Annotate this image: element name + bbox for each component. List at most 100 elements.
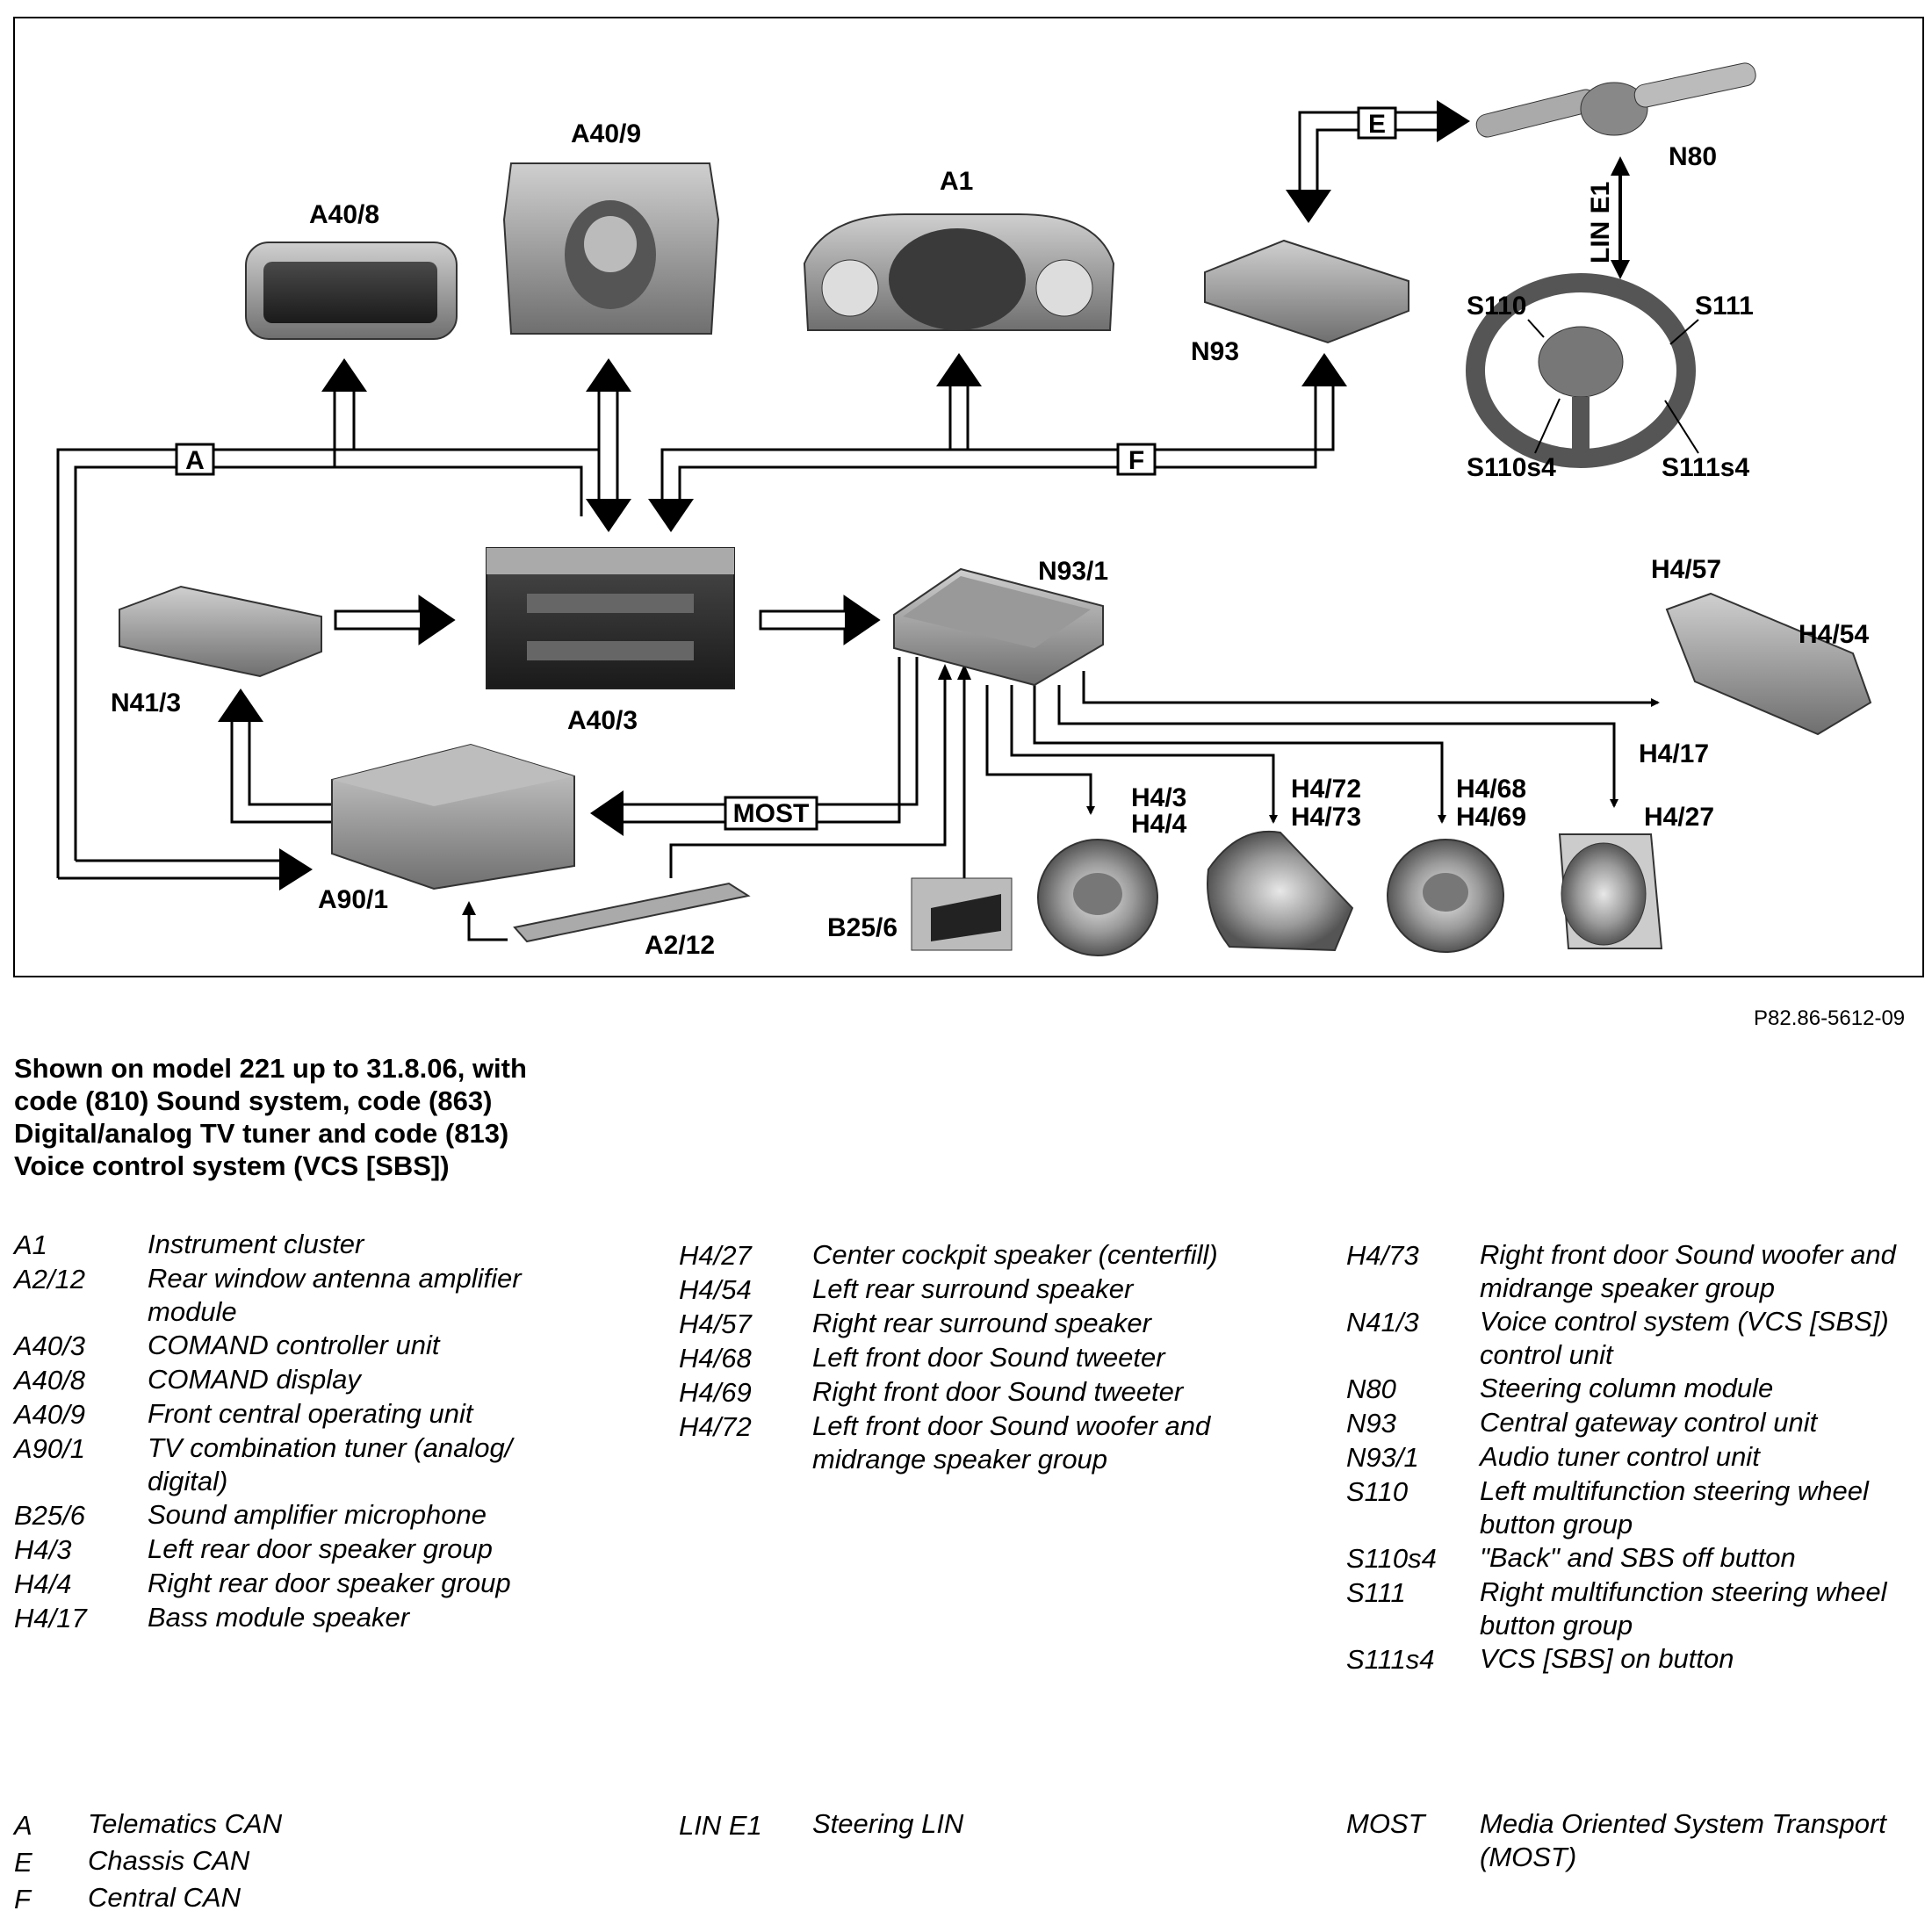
link-a40-3-to-n93-1 [759, 595, 881, 645]
legend-code: H4/57 [679, 1309, 752, 1339]
label-h4-72: H4/72 [1291, 775, 1361, 804]
link-a90-1-to-n41-3 [230, 720, 332, 824]
legend-code: S110 [1346, 1476, 1409, 1507]
legend-desc: Left rear surround speaker [812, 1273, 1134, 1304]
legend-code: A40/8 [14, 1365, 86, 1395]
steering-wheel [1466, 273, 1696, 468]
legend-desc: Instrument cluster [148, 1229, 364, 1259]
label-n93: N93 [1191, 337, 1239, 366]
legend-desc: Rear window antenna amplifier module [148, 1263, 522, 1327]
label-h4-68: H4/68 [1456, 775, 1526, 804]
arrow-up-n93-1-b [957, 664, 971, 680]
label-a40-8: A40/8 [309, 200, 379, 229]
wiring-diagram: A F E LIN E1 [13, 17, 1924, 977]
a1-instrument-cluster [803, 213, 1115, 331]
bus-legend-row: E Chassis CAN [14, 1844, 453, 1881]
bass-module-h4-17 [1665, 592, 1872, 736]
legend-code: A90/1 [14, 1433, 86, 1464]
legend-desc: Left rear door speaker group [148, 1533, 493, 1564]
label-s110: S110 [1467, 292, 1526, 321]
legend-code: B25/6 [14, 1500, 86, 1531]
speaker-h4-68-h4-69 [1387, 839, 1504, 953]
arrow-up-n41-3 [218, 689, 263, 722]
legend-code: S111s4 [1346, 1644, 1435, 1675]
label-a2-12: A2/12 [645, 931, 715, 960]
note-line: Shown on model 221 up to 31.8.06, with [14, 1053, 527, 1084]
legend-desc: Center cockpit speaker (centerfill) [812, 1239, 1218, 1270]
legend-code: H4/54 [679, 1274, 752, 1305]
legend-row: S110s4"Back" and SBS off button [1346, 1541, 1926, 1576]
model-note: Shown on model 221 up to 31.8.06, with c… [14, 1052, 611, 1182]
bus-desc: Steering LIN [812, 1808, 964, 1839]
bus-e-tag: E [1357, 106, 1397, 140]
label-s111: S111 [1695, 292, 1754, 321]
note-line: code (810) Sound system, code (863) [14, 1085, 493, 1116]
legend-row: A90/1 TV combination tuner (analog/ digit… [14, 1431, 576, 1498]
speaker-h4-27 [1558, 833, 1663, 949]
arrow-down-a40-3-a [586, 499, 631, 532]
legend-row: N80 Steering column module [1346, 1372, 1926, 1406]
legend-code: A40/3 [14, 1330, 86, 1361]
bus-desc: Media Oriented System Transport (MOST) [1480, 1808, 1886, 1872]
a2-12-links [467, 678, 966, 941]
label-h4-3: H4/3 [1131, 783, 1186, 812]
legend-code: N41/3 [1346, 1307, 1419, 1338]
bus-a-stem [597, 392, 619, 516]
a40-9-operating-unit [502, 162, 720, 335]
label-n80: N80 [1669, 142, 1717, 171]
legend-code: A40/9 [14, 1399, 86, 1430]
legend-code: N80 [1346, 1374, 1396, 1404]
legend-desc: Left multifunction steering wheel button… [1480, 1475, 1869, 1539]
bus-desc: Chassis CAN [88, 1845, 250, 1876]
a40-3-comand-unit [486, 547, 735, 689]
arrow-down-a40-3-f [648, 499, 694, 532]
svg-text:A: A [185, 446, 205, 475]
legend-code: A1 [14, 1229, 47, 1260]
a2-12-antenna-amp [513, 882, 751, 943]
most-tag: MOST [724, 796, 818, 831]
bus-code: F [14, 1884, 31, 1914]
legend-desc: Right multifunction steering wheel butto… [1480, 1576, 1887, 1640]
label-s111s4: S111s4 [1662, 453, 1749, 482]
legend-desc: TV combination tuner (analog/ digital) [148, 1432, 513, 1496]
legend-row: S110 Left multifunction steering wheel bu… [1346, 1475, 1926, 1541]
most-lines [624, 657, 919, 824]
label-a90-1: A90/1 [318, 885, 388, 914]
b25-6-microphone [911, 877, 1013, 951]
label-s110s4: S110s4 [1467, 453, 1556, 482]
arrow-up-a40-9 [586, 358, 631, 392]
label-a40-3: A40/3 [567, 706, 638, 735]
legend-desc: Central gateway control unit [1480, 1407, 1818, 1438]
legend-desc: Steering column module [1480, 1373, 1774, 1403]
n93-gateway [1204, 239, 1409, 344]
label-h4-17: H4/17 [1639, 739, 1709, 768]
arrow-up-a40-8 [321, 358, 367, 392]
n93-1-audio-tuner [893, 567, 1104, 687]
speaker-lines [985, 671, 1660, 824]
label-h4-27: H4/27 [1644, 803, 1714, 832]
legend-code: H4/17 [14, 1603, 87, 1633]
legend-desc: Audio tuner control unit [1480, 1441, 1760, 1472]
bus-code: E [14, 1847, 32, 1878]
legend-desc: Right front door Sound tweeter [812, 1376, 1184, 1407]
label-b25-6: B25/6 [827, 913, 898, 942]
n80-steering-column [1475, 62, 1756, 138]
svg-text:E: E [1368, 110, 1386, 139]
legend-desc: Sound amplifier microphone [148, 1499, 487, 1530]
arrow-up-n93 [1301, 353, 1347, 386]
legend-row: H4/54 Left rear surround speaker [679, 1273, 1276, 1307]
label-h4-54: H4/54 [1799, 620, 1869, 649]
